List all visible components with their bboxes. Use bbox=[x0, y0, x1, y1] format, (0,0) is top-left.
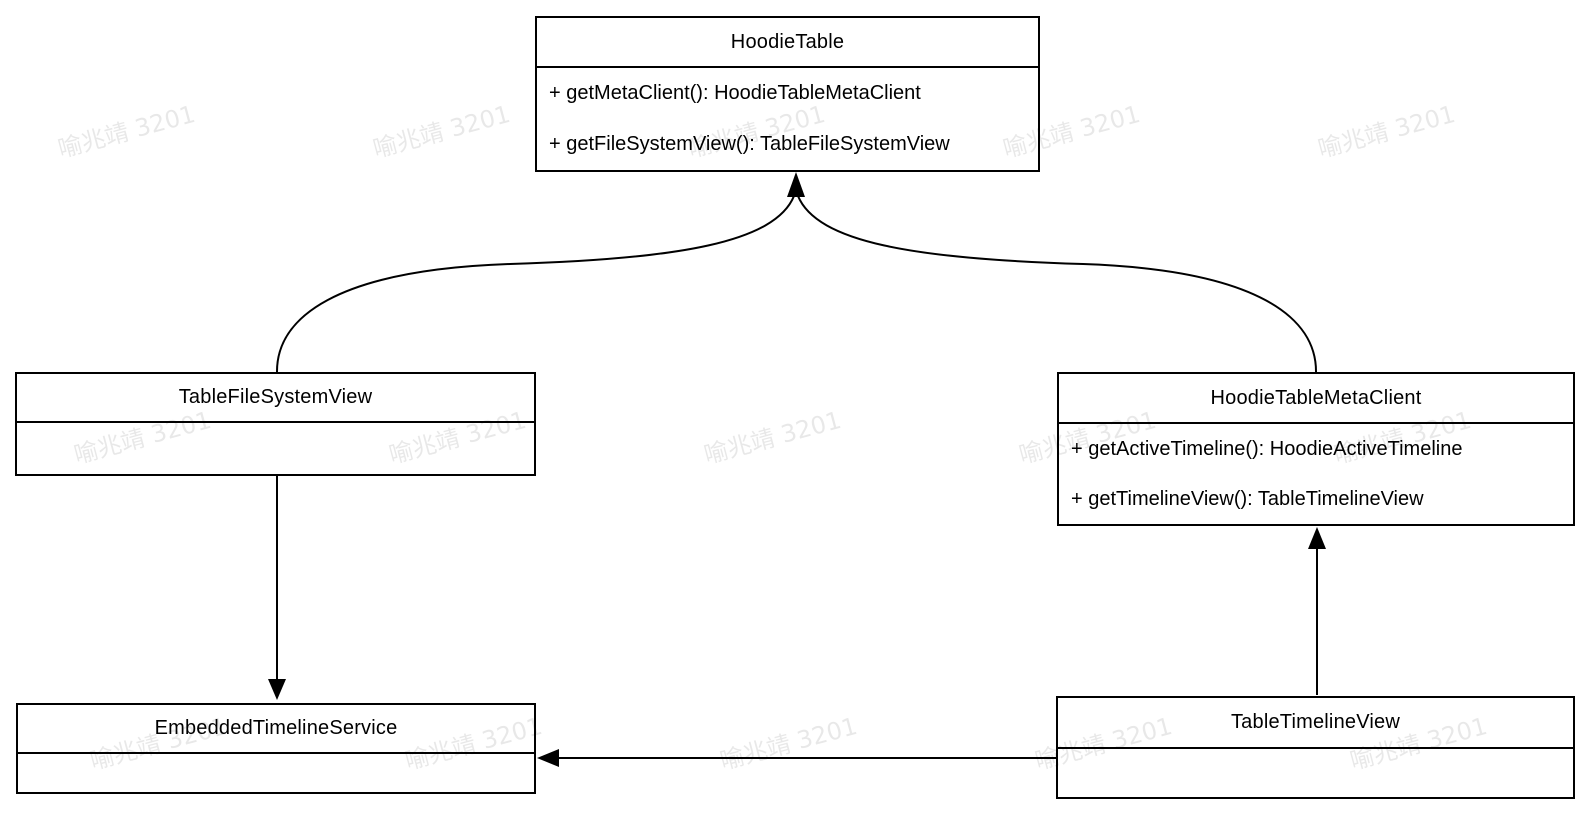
method-get-active-timeline: + getActiveTimeline(): HoodieActiveTimel… bbox=[1071, 437, 1463, 460]
class-table-timeline-view: TableTimelineView bbox=[1056, 696, 1575, 799]
class-hoodie-table-meta-client-body: + getActiveTimeline(): HoodieActiveTimel… bbox=[1059, 424, 1573, 524]
class-hoodie-table-meta-client-title: HoodieTableMetaClient bbox=[1059, 374, 1573, 424]
class-table-timeline-view-body bbox=[1058, 749, 1573, 797]
method-get-file-system-view: + getFileSystemView(): TableFileSystemVi… bbox=[549, 133, 950, 155]
method-get-meta-client: + getMetaClient(): HoodieTableMetaClient bbox=[549, 82, 921, 104]
edge-hoodietablemetaclient-to-hoodietable bbox=[797, 195, 1318, 374]
class-hoodie-table: HoodieTable + getMetaClient(): HoodieTab… bbox=[535, 16, 1040, 172]
class-hoodie-table-meta-client: HoodieTableMetaClient + getActiveTimelin… bbox=[1057, 372, 1575, 526]
arrowhead-into-embeddedtimelineservice-top bbox=[268, 679, 286, 700]
class-hoodie-table-body: + getMetaClient(): HoodieTableMetaClient… bbox=[537, 68, 1038, 170]
class-table-file-system-view: TableFileSystemView bbox=[15, 372, 536, 476]
edge-tablefilesystemview-to-hoodietable bbox=[275, 195, 795, 374]
class-embedded-timeline-service: EmbeddedTimelineService bbox=[16, 703, 536, 794]
class-embedded-timeline-service-title: EmbeddedTimelineService bbox=[18, 705, 534, 754]
class-hoodie-table-title: HoodieTable bbox=[537, 18, 1038, 68]
arrowhead-into-hoodietable bbox=[787, 172, 805, 197]
class-table-timeline-view-title: TableTimelineView bbox=[1058, 698, 1573, 749]
class-table-file-system-view-body bbox=[17, 423, 534, 474]
arrowhead-into-embeddedtimelineservice-right bbox=[537, 749, 559, 767]
method-get-timeline-view: + getTimelineView(): TableTimelineView bbox=[1071, 487, 1424, 510]
class-table-file-system-view-title: TableFileSystemView bbox=[17, 374, 534, 423]
arrowhead-into-hoodietablemetaclient-bottom bbox=[1308, 527, 1326, 549]
class-embedded-timeline-service-body bbox=[18, 754, 534, 792]
